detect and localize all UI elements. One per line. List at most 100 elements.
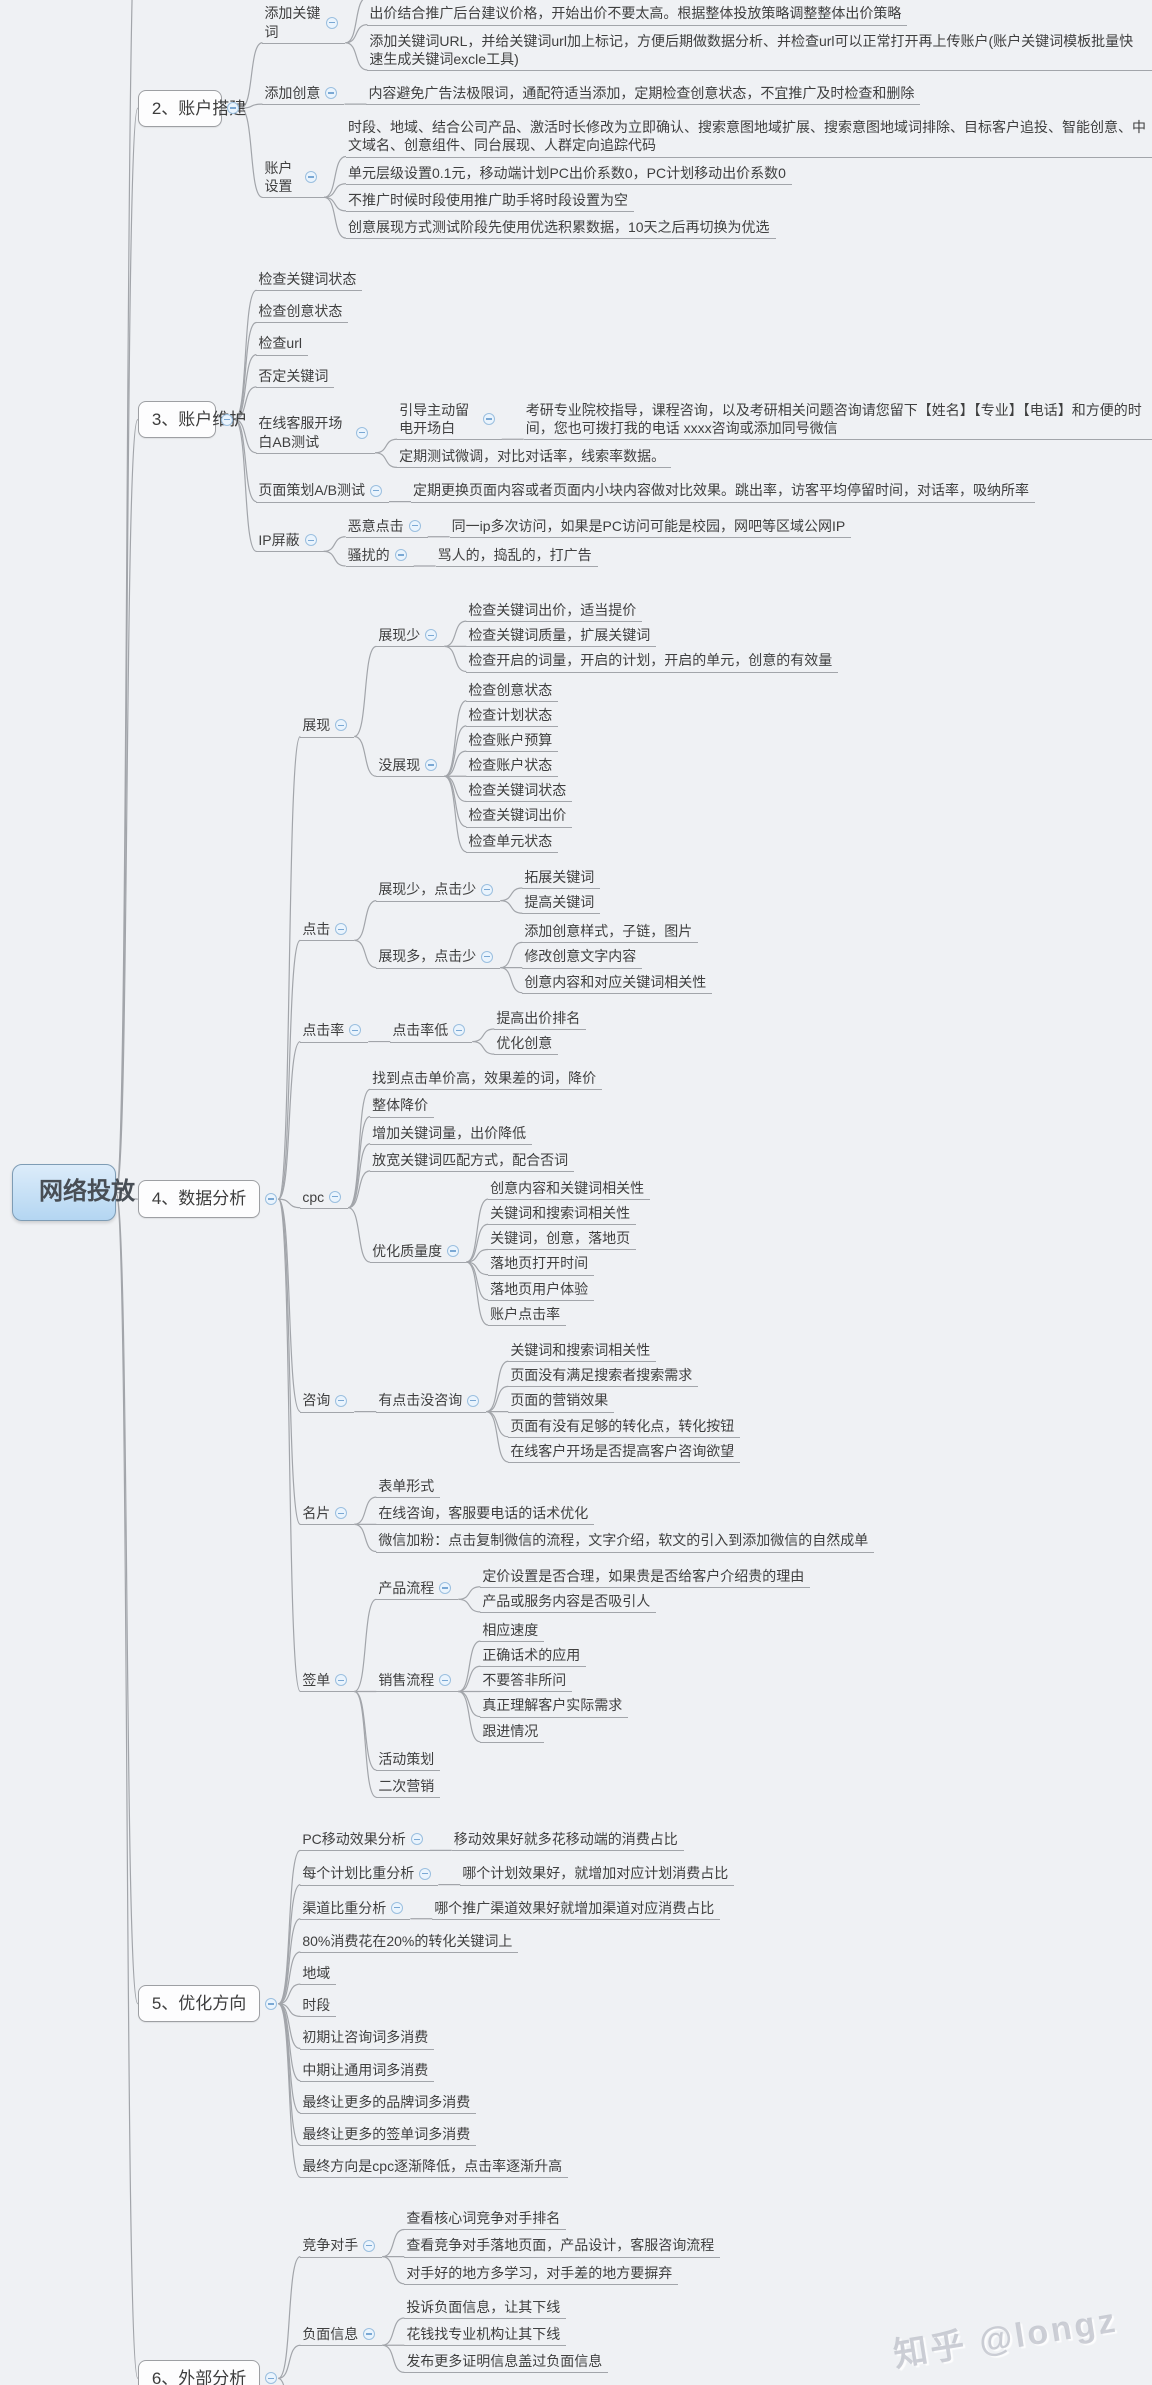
- topic-node[interactable]: 在线客服开场白AB测试: [256, 414, 376, 454]
- topic-node[interactable]: 定价设置是否合理，如果贵是否给客户介绍贵的理由: [480, 1567, 811, 1588]
- topic-node[interactable]: 微信加粉：点击复制微信的流程，文字介绍，软文的引入到添加微信的自然成单: [376, 1531, 875, 1553]
- topic-node[interactable]: 检查账户状态: [466, 756, 559, 778]
- topic-node[interactable]: 拓展关键词: [522, 868, 601, 890]
- collapse-icon[interactable]: [425, 759, 438, 772]
- topic-node[interactable]: 出价结合推广后台建议价格，开始出价不要太高。根据整体投放策略调整整体出价策略: [367, 4, 908, 26]
- topic-node[interactable]: 时段、地域、结合公司产品、激活时长修改为立即确认、搜索意图地域扩展、搜索意图地域…: [345, 118, 1152, 158]
- topic-node[interactable]: 没展现: [376, 756, 445, 778]
- topic-node[interactable]: 定期测试微调，对比对话率，线索率数据。: [397, 447, 672, 469]
- topic-node[interactable]: 定期更换页面内容或者页面内小块内容做对比效果。跳出率，访客平均停留时间，对话率，…: [411, 481, 1035, 503]
- topic-node[interactable]: 检查创意状态: [466, 681, 559, 702]
- topic-node[interactable]: 关键词和搜索词相关性: [488, 1204, 637, 1226]
- collapse-icon[interactable]: [481, 883, 494, 896]
- topic-node[interactable]: 落地页用户体验: [488, 1280, 595, 1301]
- topic-node[interactable]: 找到点击单价高，效果差的词，降价: [370, 1069, 603, 1091]
- collapse-icon[interactable]: [391, 1901, 404, 1914]
- topic-node[interactable]: 页面没有满足搜索者搜索需求: [508, 1366, 699, 1388]
- topic-node[interactable]: 点击率低: [390, 1021, 473, 1043]
- collapse-icon[interactable]: [265, 2372, 278, 2385]
- collapse-icon[interactable]: [221, 413, 234, 426]
- topic-node[interactable]: IP屏蔽: [256, 531, 324, 553]
- topic-node[interactable]: 优化质量度: [370, 1242, 467, 1264]
- topic-node[interactable]: 展现: [300, 716, 355, 738]
- topic-node[interactable]: 查看竞争对手落地页面，产品设计，客服咨询流程: [404, 2236, 721, 2258]
- topic-node[interactable]: 单元层级设置0.1元，移动端计划PC出价系数0，PC计划移动出价系数0: [345, 164, 792, 185]
- collapse-icon[interactable]: [447, 1244, 460, 1257]
- collapse-icon[interactable]: [482, 413, 495, 426]
- topic-node[interactable]: 修改创意文字内容: [522, 947, 643, 969]
- topic-node[interactable]: 在线咨询，客服要电话的话术优化: [376, 1504, 595, 1526]
- collapse-icon[interactable]: [363, 2239, 376, 2252]
- branch-node[interactable]: 6、外部分析: [137, 2359, 278, 2385]
- topic-node[interactable]: 销售流程: [376, 1671, 459, 1693]
- topic-node[interactable]: 80%消费花在20%的转化关键词上: [300, 1932, 519, 1953]
- collapse-icon[interactable]: [265, 1997, 278, 2010]
- topic-node[interactable]: 渠道比重分析: [300, 1899, 411, 1920]
- topic-node[interactable]: 检查关键词状态: [466, 781, 573, 803]
- collapse-icon[interactable]: [419, 1867, 432, 1880]
- collapse-icon[interactable]: [335, 1394, 348, 1407]
- topic-node[interactable]: 展现少，点击少: [376, 880, 501, 902]
- topic-node[interactable]: 点击率: [300, 1021, 369, 1043]
- topic-node[interactable]: 添加关键词URL，并给关键词url加上标记，方便后期做数据分析、并检查url可以…: [367, 32, 1152, 71]
- topic-node[interactable]: 签单: [300, 1671, 355, 1693]
- collapse-icon[interactable]: [265, 1193, 278, 1206]
- topic-node[interactable]: 检查计划状态: [466, 706, 559, 727]
- collapse-icon[interactable]: [467, 1394, 480, 1407]
- topic-node[interactable]: 哪个推广渠道效果好就增加渠道对应消费占比: [432, 1899, 721, 1920]
- topic-node[interactable]: 中期让通用词多消费: [300, 2061, 435, 2082]
- topic-node[interactable]: 关键词，创意，落地页: [488, 1229, 637, 1251]
- topic-node[interactable]: 检查开启的词量，开启的计划，开启的单元，创意的有效量: [466, 651, 839, 673]
- topic-node[interactable]: 最终让更多的品牌词多消费: [300, 2093, 477, 2114]
- topic-node[interactable]: 同一ip多次访问，如果是PC访问可能是校园，网吧等区域公网IP: [449, 517, 852, 538]
- topic-node[interactable]: 查看核心词竞争对手排名: [404, 2209, 567, 2231]
- topic-node[interactable]: 负面信息: [300, 2325, 383, 2347]
- topic-node[interactable]: 点击: [300, 920, 355, 942]
- topic-node[interactable]: 恶意点击: [345, 517, 428, 538]
- topic-node[interactable]: 每个计划比重分析: [300, 1864, 439, 1886]
- topic-node[interactable]: 账户点击率: [488, 1305, 567, 1327]
- root-node[interactable]: 网络投放: [12, 1164, 135, 1221]
- branch-node[interactable]: 2、账户搭建: [137, 89, 246, 127]
- topic-node[interactable]: 展现多，点击少: [376, 947, 501, 969]
- topic-node[interactable]: 花钱找专业机构让其下线: [404, 2325, 567, 2347]
- collapse-icon[interactable]: [481, 950, 494, 963]
- topic-node[interactable]: 检查关键词出价，适当提价: [466, 601, 643, 623]
- collapse-icon[interactable]: [335, 1674, 348, 1687]
- topic-node[interactable]: 二次营销: [376, 1777, 441, 1799]
- collapse-icon[interactable]: [227, 102, 240, 115]
- topic-node[interactable]: 否定关键词: [256, 367, 335, 388]
- collapse-icon[interactable]: [325, 87, 338, 100]
- topic-node[interactable]: cpc: [300, 1188, 349, 1209]
- topic-node[interactable]: 有点击没咨询: [376, 1391, 487, 1413]
- topic-node[interactable]: 添加关键词: [262, 4, 346, 44]
- topic-node[interactable]: 产品或服务内容是否吸引人: [480, 1592, 657, 1613]
- topic-node[interactable]: 添加创意: [262, 84, 345, 106]
- topic-node[interactable]: 创意展现方式测试阶段先使用优选积累数据，10天之后再切换为优选: [345, 218, 776, 240]
- topic-node[interactable]: 创意内容和对应关键词相关性: [522, 973, 713, 994]
- topic-node[interactable]: 初期让咨询词多消费: [300, 2028, 435, 2050]
- topic-node[interactable]: 最终让更多的签单词多消费: [300, 2125, 477, 2147]
- topic-node[interactable]: 移动效果好就多花移动端的消费占比: [451, 1830, 684, 1852]
- topic-node[interactable]: 检查关键词状态: [256, 270, 363, 292]
- topic-node[interactable]: 考研专业院校指导，课程咨询，以及考研相关问题咨询请您留下【姓名】【专业】【电话】…: [523, 401, 1152, 441]
- topic-node[interactable]: 展现少: [376, 626, 445, 648]
- collapse-icon[interactable]: [335, 1507, 348, 1520]
- branch-node[interactable]: 5、优化方向: [137, 1985, 278, 2023]
- topic-node[interactable]: 创意内容和关键词相关性: [488, 1179, 651, 1201]
- topic-node[interactable]: 落地页打开时间: [488, 1254, 595, 1276]
- topic-node[interactable]: 相应速度: [480, 1621, 545, 1643]
- topic-node[interactable]: 活动策划: [376, 1750, 441, 1772]
- topic-node[interactable]: 咨询: [300, 1391, 355, 1413]
- collapse-icon[interactable]: [335, 923, 348, 936]
- branch-node[interactable]: 4、数据分析: [137, 1180, 278, 1218]
- topic-node[interactable]: 发布更多证明信息盖过负面信息: [404, 2352, 609, 2374]
- topic-node[interactable]: 哪个计划效果好，就增加对应计划消费占比: [460, 1864, 735, 1886]
- collapse-icon[interactable]: [335, 719, 348, 732]
- collapse-icon[interactable]: [329, 1190, 342, 1203]
- topic-node[interactable]: 增加关键词量，出价降低: [370, 1124, 533, 1145]
- topic-node[interactable]: 骚扰的: [345, 546, 414, 567]
- topic-node[interactable]: 对手好的地方多学习，对手差的地方要摒弃: [404, 2264, 679, 2285]
- collapse-icon[interactable]: [453, 1024, 466, 1037]
- topic-node[interactable]: PC移动效果分析: [300, 1830, 430, 1852]
